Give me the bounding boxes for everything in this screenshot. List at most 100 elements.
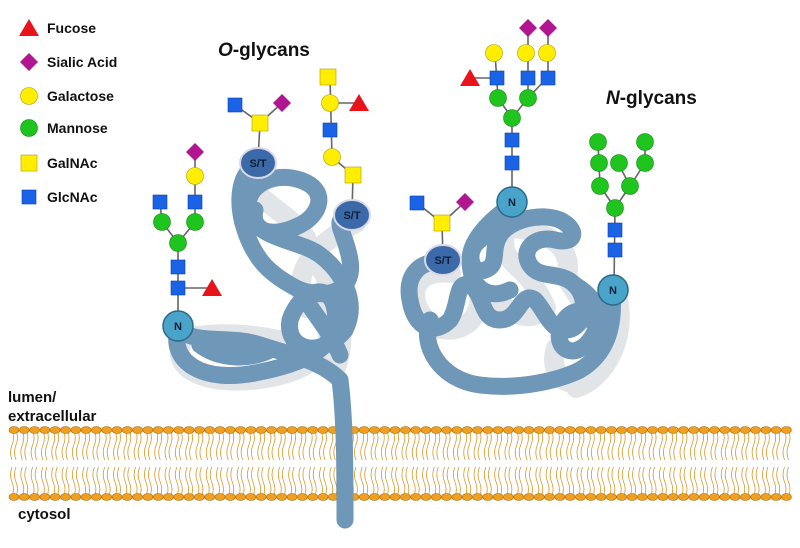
galnac-icon xyxy=(319,68,337,86)
glcnac-icon xyxy=(540,70,556,86)
lipid-head xyxy=(245,493,257,501)
lipid-tail xyxy=(380,466,389,498)
lipid-tail xyxy=(411,429,420,461)
lipid-tail xyxy=(638,429,647,461)
lipid-tail xyxy=(51,429,60,461)
lipid-tail xyxy=(556,466,564,498)
lipid-head xyxy=(101,493,112,501)
lipid-tail xyxy=(607,429,616,461)
lipid-tail xyxy=(782,466,791,498)
lipid-tail xyxy=(556,429,564,461)
lipid-tail xyxy=(267,466,276,498)
lipid-tail xyxy=(185,466,193,498)
lipid-head xyxy=(636,426,648,434)
glcnac-icon xyxy=(227,97,243,113)
svg-text:N: N xyxy=(508,197,516,209)
lipid-head xyxy=(750,426,761,434)
lipid-head xyxy=(307,493,319,501)
lipid-head xyxy=(533,493,545,501)
lipid-tail xyxy=(597,466,605,498)
lipid-head xyxy=(183,426,195,434)
lipid-head xyxy=(286,426,298,434)
lipid-head xyxy=(544,493,555,501)
lipid-head xyxy=(60,426,71,434)
mannose-icon xyxy=(621,177,639,195)
lipid-tail xyxy=(123,429,132,461)
lipid-tail xyxy=(30,429,39,461)
lipid-tail xyxy=(710,429,719,461)
lipid-tail xyxy=(370,429,379,461)
lipid-tail xyxy=(576,429,585,461)
lipid-tail xyxy=(360,466,369,498)
legend-label: GlcNAc xyxy=(47,189,98,205)
mannose-icon xyxy=(590,154,608,172)
lipid-bilayer xyxy=(8,426,792,501)
glcnac-icon xyxy=(489,70,505,86)
lipid-tail xyxy=(164,429,173,461)
lipid-tail xyxy=(422,466,430,498)
lipid-tail xyxy=(174,429,183,461)
lipid-head xyxy=(266,493,277,501)
lipid-head xyxy=(616,493,628,501)
lipid-head xyxy=(482,493,494,501)
lipid-tail xyxy=(247,466,255,498)
svg-text:S/T: S/T xyxy=(343,210,360,222)
lipid-head xyxy=(513,493,525,501)
lipid-tail xyxy=(92,429,101,461)
lipid-head xyxy=(564,493,576,501)
mannose-icon xyxy=(636,133,654,151)
lipid-tail xyxy=(185,429,193,461)
lipid-tail xyxy=(319,429,327,461)
mannose-icon xyxy=(519,89,537,107)
lipid-tail xyxy=(298,466,307,498)
lipid-tail xyxy=(10,429,18,461)
lipid-tail xyxy=(401,466,410,498)
lipid-tail xyxy=(772,466,781,498)
lipid-head xyxy=(709,426,720,434)
svg-text:N: N xyxy=(609,285,617,297)
lipid-tail xyxy=(308,429,317,461)
lipid-head xyxy=(729,426,741,434)
lipid-head xyxy=(400,426,411,434)
lipid-head xyxy=(18,493,30,501)
o-glycan-2 xyxy=(319,68,369,214)
lipid-tail xyxy=(442,429,451,461)
lipid-tail xyxy=(772,429,781,461)
lipid-head xyxy=(379,426,391,434)
lipid-head xyxy=(503,426,514,434)
lipid-tail xyxy=(576,466,585,498)
lipid-tail xyxy=(154,466,163,498)
lipid-tail xyxy=(164,466,173,498)
lipid-tail xyxy=(628,429,636,461)
lipid-head xyxy=(255,426,267,434)
lipid-head xyxy=(688,426,700,434)
glcnac-icon xyxy=(409,195,425,211)
lipid-tail xyxy=(442,466,451,498)
lipid-tail xyxy=(782,429,791,461)
n-glycan-complex-middle xyxy=(460,19,557,200)
lipid-tail xyxy=(277,466,286,498)
glcnac-icon xyxy=(322,122,338,138)
lipid-head xyxy=(420,493,432,501)
lipid-head xyxy=(204,493,215,501)
lipid-tail xyxy=(628,466,636,498)
st-site-2: S/T xyxy=(333,199,371,231)
mannose-icon xyxy=(606,199,624,217)
lipid-tail xyxy=(545,466,554,498)
lipid-head xyxy=(60,493,71,501)
lipid-head xyxy=(225,493,236,501)
lipid-tail xyxy=(535,466,544,498)
lipid-tail xyxy=(679,429,688,461)
lipid-tail xyxy=(380,429,389,461)
lipid-tail xyxy=(20,429,29,461)
lipid-head xyxy=(461,426,473,434)
lipid-head xyxy=(616,426,628,434)
sialic-acid-icon xyxy=(186,143,204,161)
lipid-tail xyxy=(607,466,616,498)
glcnac-icon xyxy=(520,70,536,86)
lipid-tail xyxy=(720,429,729,461)
mannose-icon xyxy=(503,109,521,127)
lipid-tail xyxy=(82,466,90,498)
